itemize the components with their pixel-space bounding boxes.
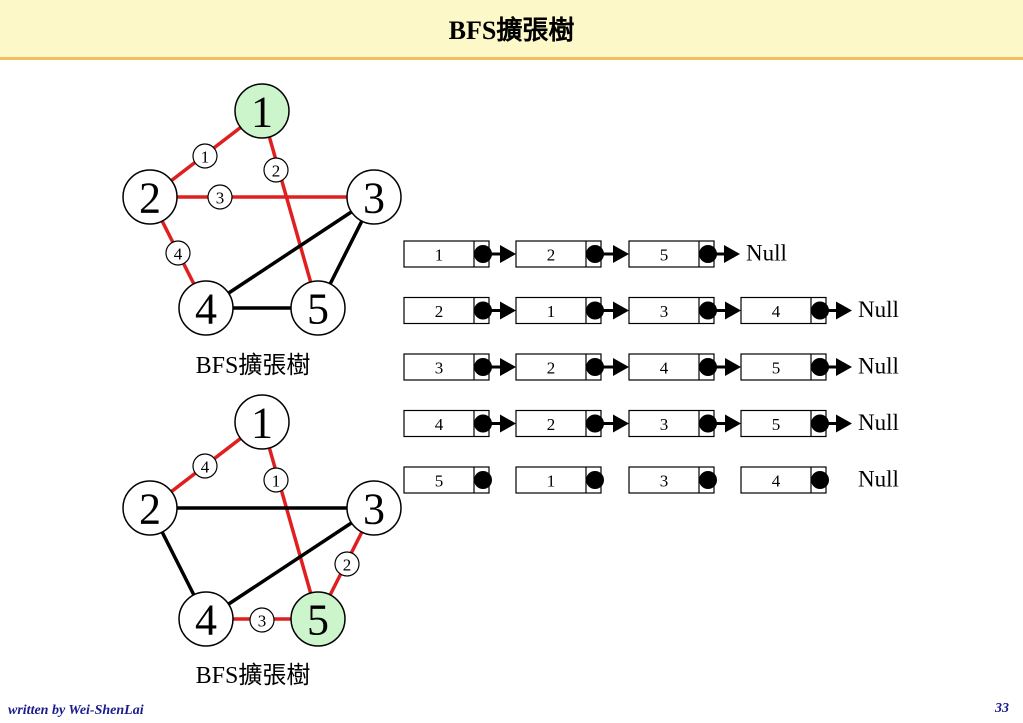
list-node-value: 2 — [547, 359, 556, 378]
node-label: 5 — [307, 596, 329, 645]
visit-order-label: 3 — [258, 612, 267, 631]
pointer-dot — [586, 471, 604, 489]
node-label: 4 — [195, 285, 217, 334]
list-node-value: 5 — [435, 472, 444, 491]
footer-page-number: 33 — [995, 701, 1009, 716]
pointer-arrowhead — [725, 358, 741, 376]
pointer-arrowhead — [725, 301, 741, 320]
non-tree-edge — [205, 195, 375, 310]
list-node-value: 1 — [547, 472, 556, 491]
pointer-arrowhead — [500, 301, 516, 320]
list-node-value: 3 — [660, 472, 669, 491]
visit-order-marker — [334, 551, 360, 577]
list-node-value: 3 — [435, 359, 444, 378]
title-bar: BFS擴張樹 — [0, 0, 1023, 60]
list-node-value: 4 — [772, 472, 781, 491]
pointer-arrowhead — [836, 414, 852, 433]
adjacency-row: 2 1 3 4 Null — [403, 296, 899, 325]
graph-node — [346, 169, 402, 225]
visit-order-marker — [207, 184, 233, 210]
list-node-value: 2 — [435, 302, 444, 321]
pointer-arrowhead — [500, 245, 516, 263]
page-title: BFS擴張樹 — [448, 16, 575, 45]
null-terminator: Null — [858, 410, 899, 435]
list-node-value: 1 — [435, 246, 444, 265]
pointer-arrowhead — [613, 358, 629, 376]
list-node-value: 2 — [547, 246, 556, 265]
adjacency-row: 1 2 5 Null — [403, 240, 787, 268]
visit-order-marker — [249, 607, 275, 633]
node-label: 3 — [363, 174, 385, 223]
pointer-dot — [811, 471, 829, 489]
visit-order-label: 4 — [174, 245, 183, 264]
graph-node — [234, 394, 290, 450]
adjacency-row: 4 2 3 5 Null — [403, 409, 899, 438]
graph-node — [122, 169, 178, 225]
list-node-value: 3 — [660, 302, 669, 321]
graph-node — [290, 280, 346, 336]
pointer-dot — [699, 471, 717, 489]
null-terminator: Null — [858, 354, 899, 379]
graph-node — [346, 480, 402, 536]
null-terminator: Null — [858, 297, 899, 322]
pointer-arrowhead — [836, 301, 852, 320]
visit-order-label: 4 — [201, 458, 210, 477]
graph-node — [122, 480, 178, 536]
adjacency-row: 3 2 4 5 Null — [403, 353, 899, 381]
visit-order-label: 1 — [272, 472, 281, 491]
pointer-arrowhead — [613, 301, 629, 320]
visit-order-label: 2 — [272, 162, 281, 181]
list-node-value: 5 — [772, 415, 781, 434]
list-node — [740, 353, 827, 381]
pointer-dot — [474, 471, 492, 489]
start-node — [290, 591, 346, 647]
pointer-arrowhead — [500, 414, 516, 433]
visit-order-label: 1 — [201, 148, 210, 167]
node-label: 1 — [251, 399, 273, 448]
visit-order-marker — [263, 157, 289, 183]
pointer-arrowhead — [724, 245, 740, 263]
node-label: 3 — [363, 485, 385, 534]
tree-edge — [260, 110, 320, 309]
graph-caption: BFS擴張樹 — [196, 662, 311, 689]
graph-node — [178, 591, 234, 647]
list-node-value: 2 — [547, 415, 556, 434]
pointer-arrowhead — [836, 358, 852, 376]
visit-order-marker — [263, 467, 289, 493]
visit-order-marker — [165, 240, 191, 266]
null-terminator: Null — [746, 241, 787, 266]
non-tree-edge — [205, 506, 375, 621]
start-node — [234, 83, 290, 139]
list-node-value: 4 — [435, 415, 444, 434]
node-label: 5 — [307, 285, 329, 334]
visit-order-label: 3 — [216, 189, 225, 208]
node-label: 2 — [139, 485, 161, 534]
list-node-value: 5 — [772, 359, 781, 378]
pointer-arrowhead — [500, 358, 516, 376]
graph-node — [178, 280, 234, 336]
list-node-value: 3 — [660, 415, 669, 434]
list-node-value: 4 — [660, 359, 669, 378]
node-label: 4 — [195, 596, 217, 645]
list-node-value: 4 — [772, 302, 781, 321]
visit-order-marker — [192, 143, 218, 169]
pointer-arrowhead — [725, 414, 741, 433]
list-node-value: 5 — [660, 246, 669, 265]
null-terminator: Null — [858, 467, 899, 492]
tree-edge — [260, 421, 320, 620]
pointer-arrowhead — [613, 245, 629, 263]
list-node-value: 1 — [547, 302, 556, 321]
visit-order-label: 2 — [343, 556, 352, 575]
footer-author: written by Wei-ShenLai — [8, 703, 144, 718]
adjacency-row: 5 1 3 4 Null — [403, 466, 899, 494]
pointer-arrowhead — [613, 414, 629, 433]
node-label: 1 — [251, 88, 273, 137]
visit-order-marker — [192, 453, 218, 479]
graph-caption: BFS擴張樹 — [196, 352, 311, 379]
node-label: 2 — [139, 174, 161, 223]
